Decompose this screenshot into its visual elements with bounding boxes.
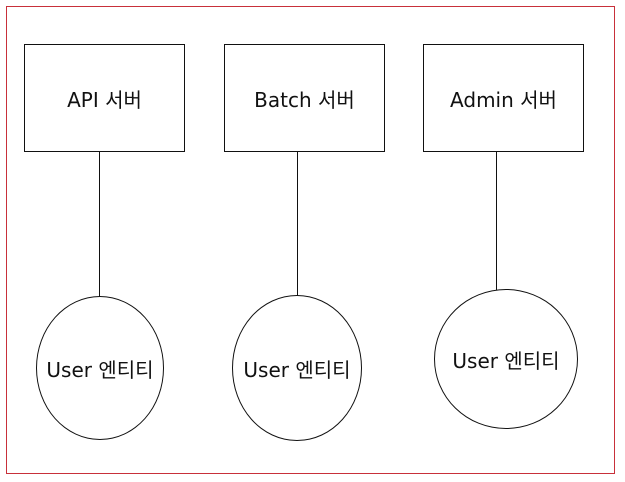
api-server-box: API 서버 <box>24 44 185 152</box>
api-server-label: API 서버 <box>67 87 142 112</box>
admin-to-entity-connector <box>496 152 498 292</box>
batch-to-entity-connector <box>297 152 299 296</box>
api-user-entity-circle: User 엔티티 <box>36 296 164 440</box>
api-user-entity-label: User 엔티티 <box>46 357 154 382</box>
admin-server-label: Admin 서버 <box>450 87 557 112</box>
admin-user-entity-label: User 엔티티 <box>452 348 560 373</box>
admin-server-box: Admin 서버 <box>423 44 584 152</box>
batch-server-box: Batch 서버 <box>224 44 385 152</box>
admin-user-entity-circle: User 엔티티 <box>434 289 578 429</box>
batch-server-label: Batch 서버 <box>254 87 355 112</box>
api-to-entity-connector <box>99 152 101 298</box>
batch-user-entity-circle: User 엔티티 <box>232 295 362 441</box>
diagram-frame <box>6 6 615 474</box>
batch-user-entity-label: User 엔티티 <box>243 357 351 382</box>
